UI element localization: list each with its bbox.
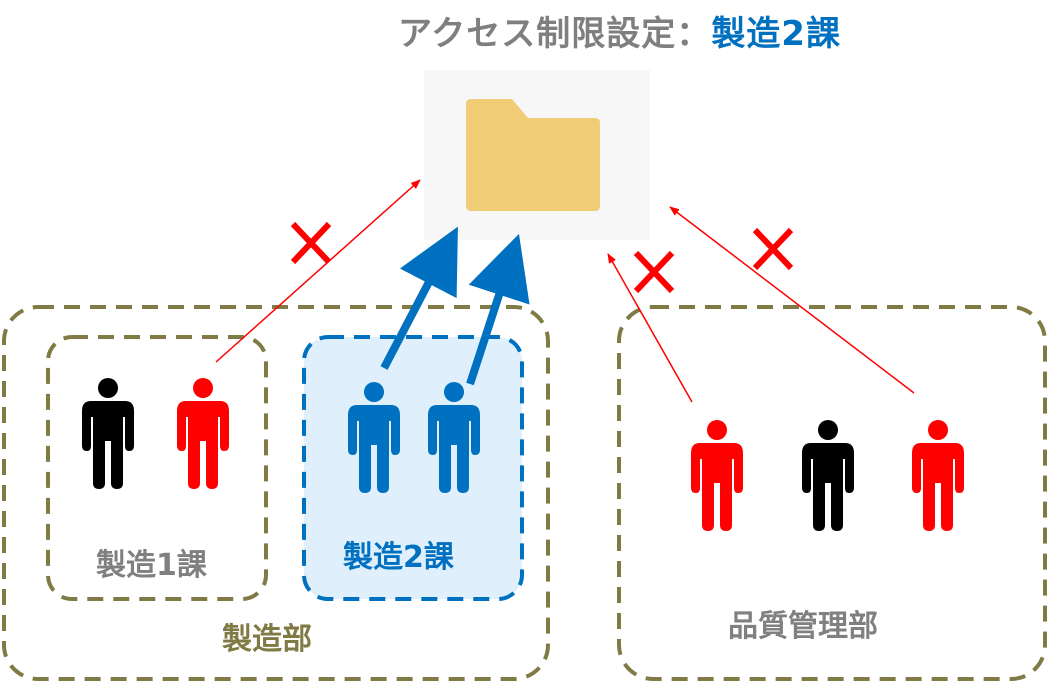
manufacturing-dept-box — [2, 305, 550, 681]
title-prefix: アクセス制限設定： — [398, 14, 712, 54]
allowed-arrow-section2-b — [466, 233, 530, 386]
section1-box — [46, 335, 268, 601]
person-icon-quality-black — [802, 420, 854, 531]
manufacturing-dept-label: 製造部 — [222, 622, 312, 657]
person-icon-section1-black — [82, 378, 134, 489]
denied-mark-3 — [752, 227, 794, 271]
person-icon-section1-red — [177, 378, 229, 489]
person-icon-quality-red-b — [912, 420, 964, 531]
quality-dept-box — [617, 305, 1047, 681]
denied-mark-1 — [290, 221, 332, 265]
denied-mark-2 — [633, 250, 675, 294]
allowed-arrow-section2-a — [380, 226, 458, 370]
section2-label: 製造2課 — [343, 540, 454, 575]
section2-box — [302, 335, 524, 601]
denied-arrow-quality-b — [669, 206, 915, 394]
person-icon-quality-red-a — [691, 420, 743, 531]
title-target: 製造2課 — [711, 14, 841, 54]
denied-arrow-quality-a — [607, 253, 693, 403]
denied-marks — [290, 221, 794, 294]
folder-icon[interactable] — [466, 99, 600, 211]
diagram-title: アクセス制限設定：製造2課 — [398, 12, 841, 56]
section1-label: 製造1課 — [96, 548, 207, 583]
quality-dept-label: 品質管理部 — [728, 609, 878, 644]
denied-arrow-section1 — [215, 179, 421, 363]
